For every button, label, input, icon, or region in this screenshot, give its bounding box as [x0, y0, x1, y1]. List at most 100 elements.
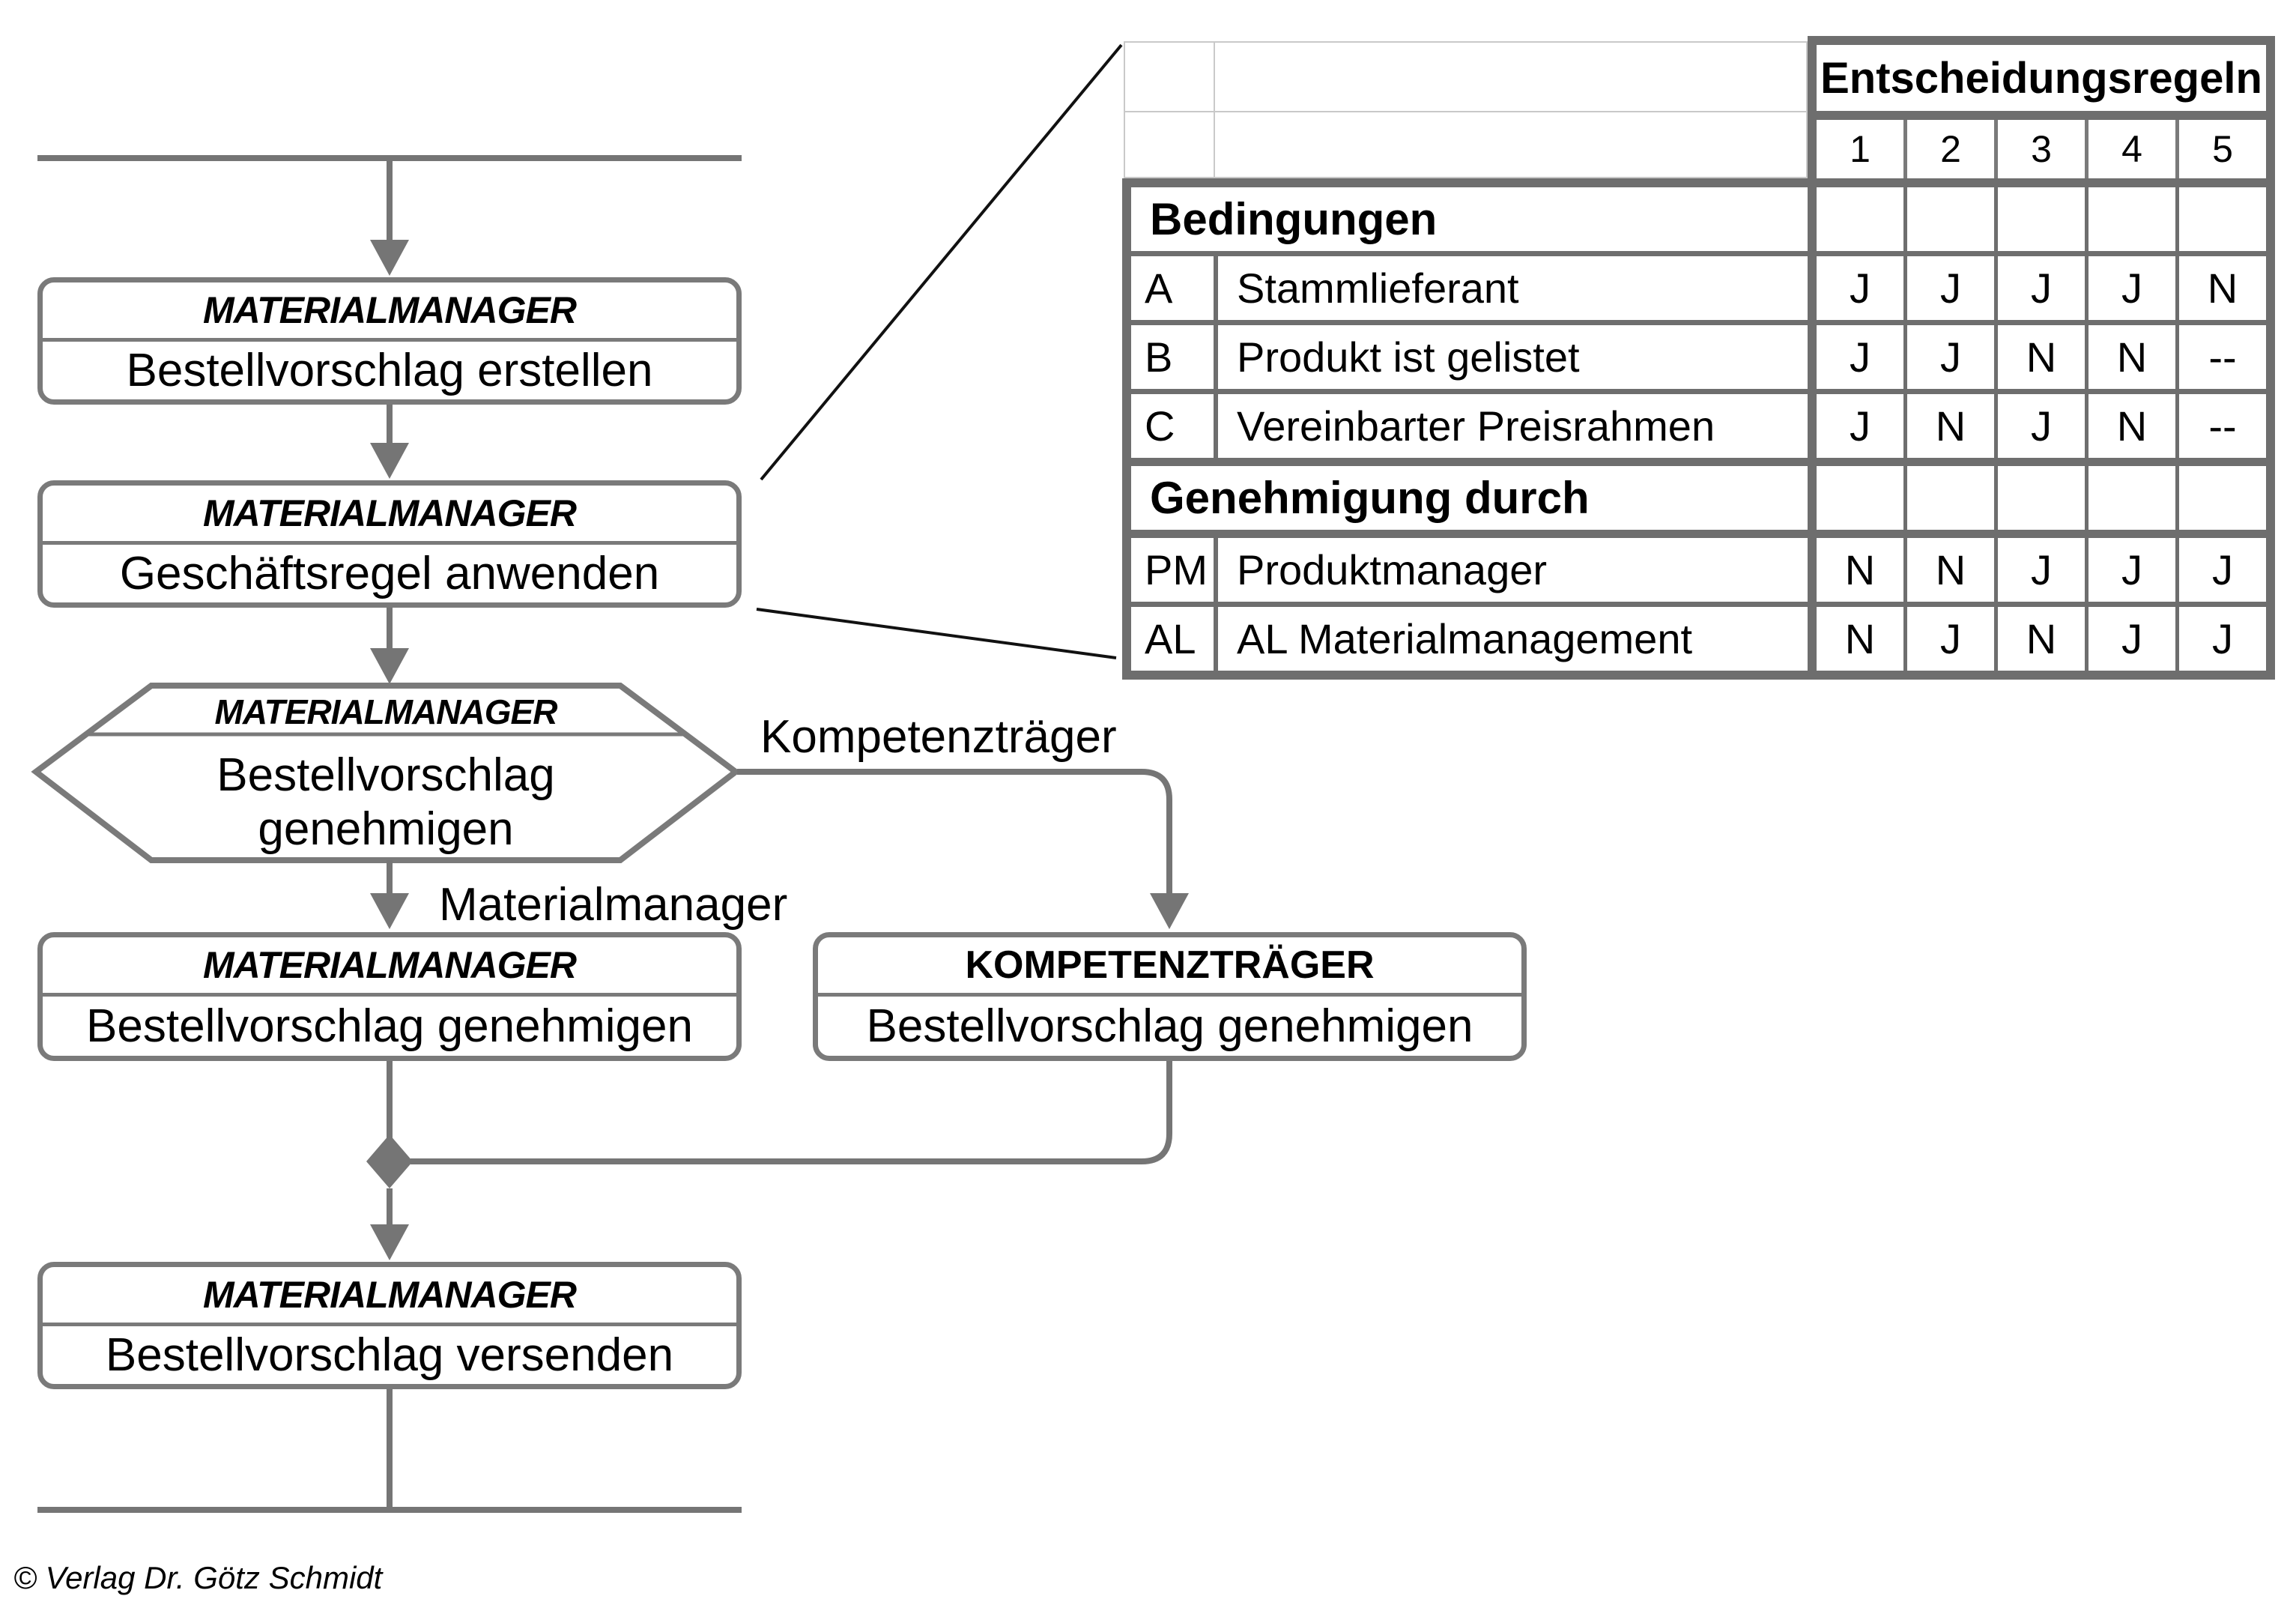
arrowhead-icon [370, 648, 409, 684]
decision-hexagon [31, 683, 741, 863]
rule-value: -- [2179, 325, 2266, 389]
rule-value: J [1817, 394, 1903, 458]
rule-value: N [2179, 256, 2266, 320]
rule-number: 1 [1817, 120, 1903, 178]
copyright-notice: © Verlag Dr. Götz Schmidt [13, 1560, 383, 1595]
step-send-box: MATERIALMANAGER Bestellvorschlag versend… [37, 1262, 742, 1389]
rule-value: N [1998, 607, 2085, 671]
edge-decision-to-kompetenztraeger [737, 769, 1172, 893]
row-label: Produkt ist gelistet [1218, 325, 1808, 389]
rule-value: J [2179, 538, 2266, 602]
empty-cell [2179, 187, 2266, 251]
step-apply-rule-task: Geschäftsregel anwenden [119, 548, 660, 599]
step-approve-mm-task: Bestellvorschlag genehmigen [86, 1000, 693, 1052]
spacer-cell [1125, 112, 1214, 177]
rule-value: J [1907, 325, 1994, 389]
empty-cell [2179, 466, 2266, 530]
edge-send-to-end [387, 1389, 393, 1509]
rule-value: J [2088, 538, 2175, 602]
arrowhead-icon [370, 443, 409, 479]
step-approve-kt-role: KOMPETENZTRÄGER [965, 943, 1375, 987]
rule-value: -- [2179, 394, 2266, 458]
section-header-genehmigung: Genehmigung durch [1131, 466, 1808, 530]
table-row: PM Produktmanager N N J J J [1131, 538, 2266, 602]
section-header-row: Bedingungen [1131, 187, 2266, 251]
step-send-role: MATERIALMANAGER [203, 1274, 577, 1316]
rule-value: J [2088, 256, 2175, 320]
step-create-role: MATERIALMANAGER [203, 289, 577, 331]
row-label: AL Materialmanagement [1218, 607, 1808, 671]
box-divider [43, 541, 736, 545]
empty-cell [2088, 187, 2175, 251]
spacer-cell [1215, 112, 1806, 177]
empty-cell [1998, 466, 2085, 530]
empty-cell [1817, 466, 1903, 530]
decision-table-rule-numbers: 1 2 3 4 5 [1808, 120, 2275, 178]
step-approve-kt-box: KOMPETENZTRÄGER Bestellvorschlag genehmi… [813, 932, 1527, 1061]
decision-table-main: Bedingungen A Stammlieferant J J J J N B… [1122, 178, 2275, 680]
table-row: AL AL Materialmanagement N J N J J [1131, 607, 2266, 671]
step-apply-rule-role: MATERIALMANAGER [203, 492, 577, 534]
arrowhead-icon [370, 893, 409, 929]
empty-cell [1907, 466, 1994, 530]
row-label: Vereinbarter Preisrahmen [1218, 394, 1808, 458]
rule-value: N [2088, 325, 2175, 389]
step-send-task: Bestellvorschlag versenden [105, 1329, 674, 1381]
rule-number: 3 [1998, 120, 2085, 178]
rule-value: J [1998, 394, 2085, 458]
empty-cell [1998, 187, 2085, 251]
rule-value: N [1817, 538, 1903, 602]
edge-rule-to-decision [387, 608, 393, 649]
step-create-box: MATERIALMANAGER Bestellvorschlag erstell… [37, 277, 742, 405]
rule-value: N [1998, 325, 2085, 389]
step-create-task: Bestellvorschlag erstellen [126, 345, 653, 396]
callout-line-bottom [756, 608, 1117, 659]
arrowhead-icon [1150, 893, 1189, 929]
box-divider [43, 1323, 736, 1326]
table-row: A Stammlieferant J J J J N [1131, 256, 2266, 320]
edge-merge-to-send [387, 1188, 393, 1226]
box-divider [43, 338, 736, 342]
rule-value: J [2088, 607, 2175, 671]
rule-value: J [1817, 325, 1903, 389]
rule-value: N [1907, 538, 1994, 602]
edge-approvekt-to-merge [411, 1061, 1172, 1164]
merge-diamond [366, 1134, 413, 1188]
rule-number: 5 [2179, 120, 2266, 178]
section-header-row: Genehmigung durch [1131, 466, 2266, 530]
edge-label-materialmanager: Materialmanager [439, 879, 788, 931]
rule-value: J [1907, 256, 1994, 320]
callout-line-top [760, 43, 1123, 481]
rule-value: J [1817, 256, 1903, 320]
empty-cell [1817, 187, 1903, 251]
decision-table-title: Entscheidungsregeln [1808, 36, 2275, 120]
rule-value: J [1907, 607, 1994, 671]
section-header-bedingungen: Bedingungen [1131, 187, 1808, 251]
step-approve-kt-task: Bestellvorschlag genehmigen [866, 1000, 1473, 1052]
row-key: C [1131, 394, 1214, 458]
edge-label-kompetenztraeger: Kompetenzträger [760, 711, 1117, 763]
end-rail [37, 1507, 742, 1513]
edge-approvemm-to-merge [387, 1061, 393, 1143]
step-approve-mm-role: MATERIALMANAGER [203, 944, 577, 986]
row-key: B [1131, 325, 1214, 389]
table-row: B Produkt ist gelistet J J N N -- [1131, 325, 2266, 389]
row-key: AL [1131, 607, 1214, 671]
edge-start-to-create [387, 158, 393, 241]
arrowhead-icon [370, 240, 409, 276]
table-row: C Vereinbarter Preisrahmen J N J N -- [1131, 394, 2266, 458]
rule-number: 2 [1907, 120, 1994, 178]
step-approve-mm-box: MATERIALMANAGER Bestellvorschlag genehmi… [37, 932, 742, 1061]
rule-number: 4 [2088, 120, 2175, 178]
arrowhead-icon [370, 1224, 409, 1260]
rule-value: N [1817, 607, 1903, 671]
box-divider [43, 993, 736, 997]
rule-value: N [2088, 394, 2175, 458]
row-key: A [1131, 256, 1214, 320]
empty-cell [1907, 187, 1994, 251]
spacer-cell [1125, 43, 1214, 111]
step-apply-rule-box: MATERIALMANAGER Geschäftsregel anwenden [37, 480, 742, 608]
row-key: PM [1131, 538, 1214, 602]
